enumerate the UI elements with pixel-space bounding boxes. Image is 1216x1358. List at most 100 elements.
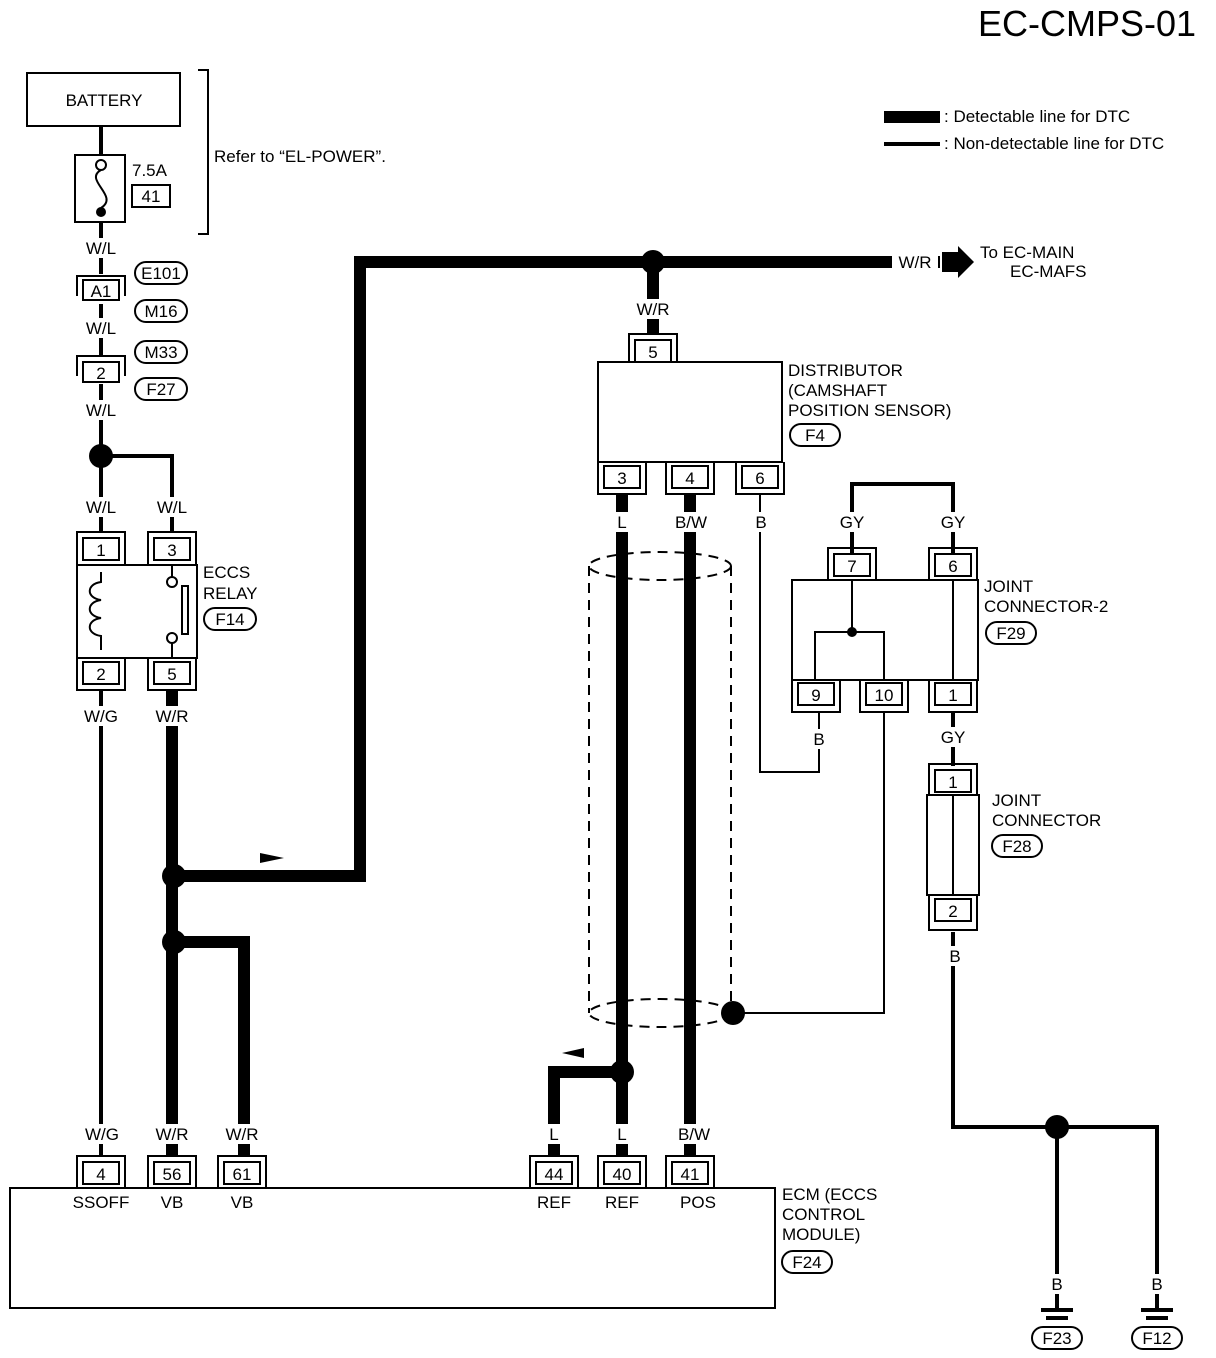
pin-box: 40 [597, 1155, 647, 1188]
pin-number: 56 [163, 1165, 182, 1184]
distributor-box [597, 361, 783, 463]
ecm-label-3: MODULE) [782, 1225, 860, 1244]
terminal-name: SSOFF [73, 1193, 130, 1212]
wire-color: L [617, 513, 626, 532]
pin-number: 2 [96, 364, 105, 383]
pin-number: 5 [167, 665, 176, 684]
pin-box: 56 [147, 1155, 197, 1188]
ecm-box [9, 1187, 776, 1309]
refer-text: Refer to “EL-POWER”. [214, 147, 386, 166]
connector-tag: F28 [991, 834, 1043, 858]
joint-label-1: JOINT [992, 791, 1041, 810]
distributor-label-1: DISTRIBUTOR [788, 361, 903, 380]
wire-color: W/R [225, 1125, 258, 1144]
wire-color: W/L [157, 498, 187, 517]
pin-number: 6 [948, 557, 957, 576]
pin-box: 61 [217, 1155, 267, 1188]
junction-dot [89, 444, 113, 468]
ecm-label-1: ECM (ECCS [782, 1185, 877, 1204]
wire-color: W/R [636, 300, 669, 319]
connector-id: F12 [1142, 1329, 1171, 1348]
connector-id: E101 [141, 264, 181, 283]
wire-color: W/L [86, 401, 116, 420]
pin-box: 44 [529, 1155, 579, 1188]
connector-id: F27 [146, 380, 175, 399]
battery-box: BATTERY [26, 72, 181, 127]
connector-tag: F24 [781, 1250, 833, 1274]
relay-label-2: RELAY [203, 584, 258, 603]
terminal-name: REF [605, 1193, 639, 1212]
legend-detectable: : Detectable line for DTC [944, 107, 1130, 126]
pin-number: 44 [545, 1165, 564, 1184]
connector-tag: E101 [134, 261, 188, 285]
pin-box: 3 [597, 462, 647, 495]
distributor-label-3: POSITION SENSOR) [788, 401, 951, 420]
pin-number: 3 [167, 541, 176, 560]
connector-tag: M16 [134, 299, 188, 323]
fuse-icon [74, 154, 126, 223]
pin-number: 40 [613, 1165, 632, 1184]
wire-color: W/R [898, 253, 931, 272]
wire-color: W/G [85, 1125, 119, 1144]
pin-box: 6 [928, 547, 978, 580]
pin-box: 4 [665, 462, 715, 495]
fuse-rating: 7.5A [132, 161, 168, 180]
wire-color: B/W [675, 513, 707, 532]
pin-box: 10 [859, 680, 909, 713]
junction-dot [610, 1060, 634, 1084]
shield [588, 551, 732, 1028]
connector-id: F28 [1002, 837, 1031, 856]
connector-tag: F4 [789, 423, 841, 447]
terminal-name: REF [537, 1193, 571, 1212]
pin-number: 1 [96, 541, 105, 560]
pin-box: 2 [928, 895, 978, 931]
junction-dot [162, 930, 186, 954]
joint2-label-1: JOINT [984, 577, 1033, 596]
wire-color: W/L [86, 498, 116, 517]
wire-color: GY [941, 513, 966, 532]
wire-color: B [949, 947, 960, 966]
pin-number: 1 [948, 773, 957, 792]
junction-dot [641, 250, 665, 274]
connector-tag: F23 [1031, 1326, 1083, 1350]
diagram-code: EC-CMPS-01 [978, 3, 1196, 44]
terminal-name: VB [231, 1193, 254, 1212]
ground-icon [1041, 1308, 1073, 1320]
fuse-number-box [131, 184, 171, 208]
refer-bracket [198, 69, 209, 235]
joint-label-2: CONNECTOR [992, 811, 1101, 830]
pin-box: 7 [827, 547, 877, 580]
destination-label-2: EC-MAFS [1010, 262, 1087, 281]
wire-color: B [1151, 1275, 1162, 1294]
junction-dot [721, 1001, 745, 1025]
pin-box: 1 [76, 531, 126, 565]
distributor-label-2: (CAMSHAFT [788, 381, 887, 400]
wire-color: W/R [155, 707, 188, 726]
terminal-name: VB [161, 1193, 184, 1212]
pin-box: 1 [928, 680, 978, 713]
pin-box: 3 [147, 531, 197, 565]
ground-icon [1141, 1308, 1173, 1320]
pin-box: A1 [76, 275, 126, 301]
wire-color: B [1051, 1275, 1062, 1294]
pin-number: 61 [233, 1165, 252, 1184]
wire-color: W/R [155, 1125, 188, 1144]
wire-color: GY [941, 728, 966, 747]
pin-number: 41 [681, 1165, 700, 1184]
battery-label: BATTERY [66, 91, 143, 110]
connector-id: F4 [805, 426, 825, 445]
pin-number: 2 [96, 665, 105, 684]
pin-box: 4 [76, 1155, 126, 1188]
junction-dots [89, 250, 1069, 1139]
connector-tag: F12 [1131, 1326, 1183, 1350]
pin-box: 2 [76, 355, 126, 383]
pin-box: 9 [791, 680, 841, 713]
connector-id: F23 [1042, 1329, 1071, 1348]
wire-labels: W/L W/L W/L W/L W/L W/G W/R W/R L B/W B … [80, 238, 1166, 1294]
pin-box: 5 [628, 333, 678, 363]
joint-connector-2 [791, 579, 979, 681]
terminal-name: POS [680, 1193, 716, 1212]
connector-id: F24 [792, 1253, 821, 1272]
pin-box: 41 [665, 1155, 715, 1188]
connector-id: M33 [144, 343, 177, 362]
